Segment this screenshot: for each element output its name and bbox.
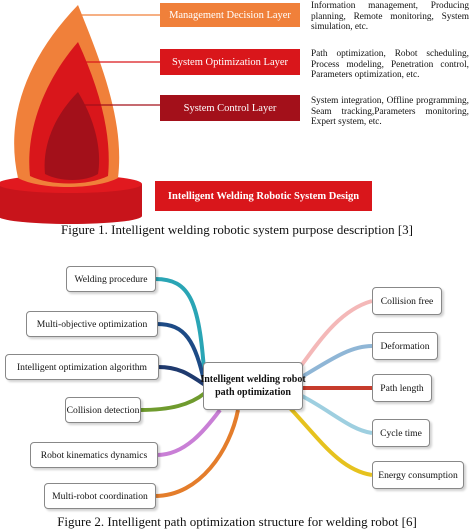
center-node: Intelligent welding robot path optimizat… [200, 362, 306, 410]
control-layer-description: System integration, Offline programming,… [311, 96, 469, 128]
node-path-length: Path length [372, 374, 432, 402]
node-welding-procedure: Welding procedure [66, 266, 156, 292]
node-multi-robot-coordination: Multi-robot coordination [44, 483, 156, 509]
management-layer-description: Information management, Producing planni… [311, 1, 469, 33]
node-cycle-time: Cycle time [372, 419, 430, 447]
flame-inner [44, 92, 100, 180]
system-design-banner: Intelligent Welding Robotic System Desig… [155, 181, 372, 211]
optimization-layer-description: Path optimization, Robot scheduling, Pro… [311, 49, 469, 81]
management-decision-layer: Management Decision Layer [160, 3, 300, 27]
node-energy-consumption: Energy consumption [372, 461, 464, 489]
node-collision-free: Collision free [372, 287, 442, 315]
node-collision-detection: Collision detection [65, 397, 141, 423]
node-intelligent-optimization-algorithm: Intelligent optimization algorithm [5, 354, 159, 380]
center-node-line1: Intelligent welding robot [200, 374, 306, 385]
figure1-caption: Figure 1. Intelligent welding robotic sy… [60, 222, 413, 237]
node-multi-objective-optimization: Multi-objective optimization [26, 311, 158, 337]
node-robot-kinematics-dynamics: Robot kinematics dynamics [30, 442, 158, 468]
system-control-layer: System Control Layer [160, 95, 300, 121]
system-optimization-layer: System Optimization Layer [160, 49, 300, 75]
node-deformation: Deformation [372, 332, 438, 360]
figure2-caption: Figure 2. Intelligent path optimization … [57, 514, 417, 529]
center-node-line2: path optimization [215, 387, 291, 398]
